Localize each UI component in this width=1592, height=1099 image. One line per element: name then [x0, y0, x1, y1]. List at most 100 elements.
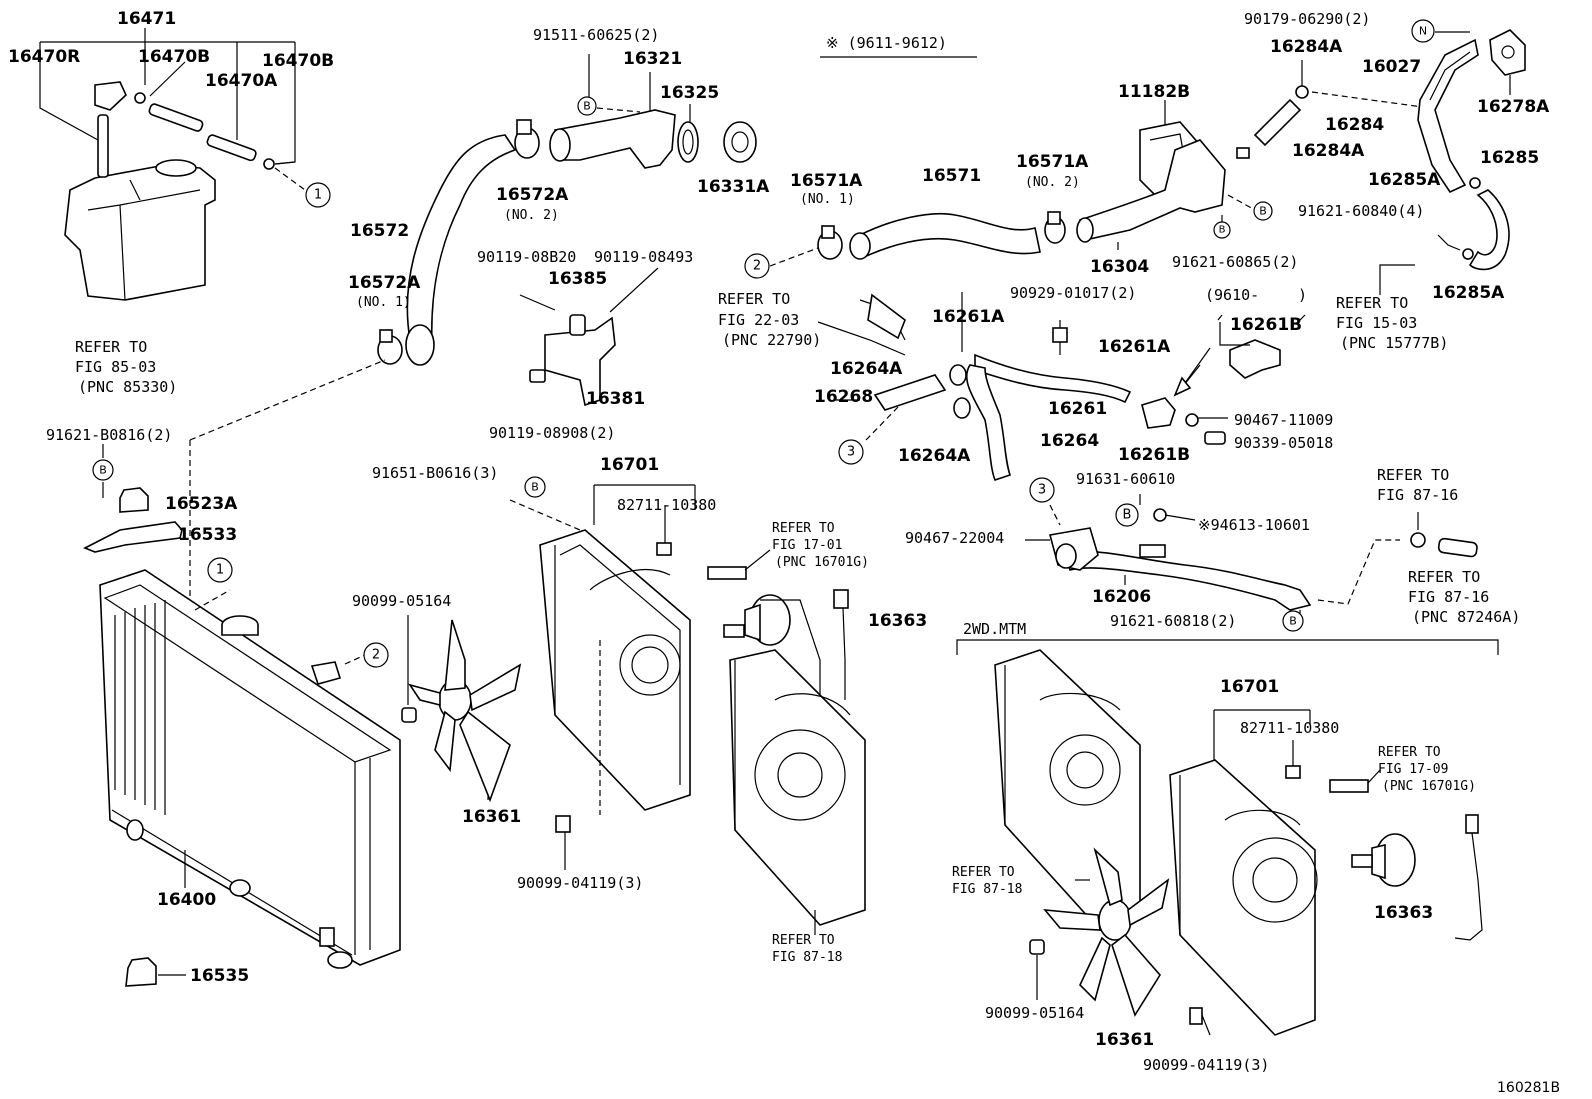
svg-text:B: B — [531, 481, 539, 494]
label-period-9610: (9610- — [1205, 286, 1259, 304]
fan-blade-2wd — [1043, 847, 1170, 1017]
svg-text:1: 1 — [216, 563, 224, 578]
svg-text:B: B — [1219, 225, 1226, 236]
label-16264A: 16264A — [898, 446, 971, 466]
label-refer-to: REFER TO — [1377, 466, 1449, 484]
label-16261A: 16261A — [932, 307, 1005, 327]
label-16268: 16268 — [814, 387, 873, 407]
label-refer-to: REFER TO — [772, 521, 835, 536]
label-16285: 16285 — [1480, 148, 1539, 168]
label-90467-22004: 90467-22004 — [905, 529, 1004, 547]
label-91621-60840: 91621-60840(4) — [1298, 202, 1424, 220]
fan-blade — [408, 619, 522, 803]
union-16261B — [1229, 339, 1281, 379]
label-16535: 16535 — [190, 966, 249, 986]
svg-text:B: B — [1259, 205, 1267, 218]
radiator — [99, 569, 401, 969]
label-period-note: ※ (9611-9612) — [826, 34, 947, 52]
reservoir-tank — [64, 159, 216, 301]
marker-b: B — [1282, 610, 1304, 632]
marker-3: 3 — [1029, 477, 1055, 503]
label-90929-01017: 90929-01017(2) — [1010, 284, 1136, 302]
label-refer-to: REFER TO — [1378, 745, 1441, 760]
marker-n: N — [1411, 19, 1435, 43]
marker-b: B — [1115, 503, 1139, 527]
hose-clamp — [1044, 211, 1066, 244]
label-16381: 16381 — [586, 389, 645, 409]
hose-clamp — [817, 225, 843, 260]
label-16470B: 16470B — [262, 51, 334, 71]
water-bypass-pipe — [1049, 527, 1312, 611]
label-16284A: 16284A — [1270, 37, 1343, 57]
label-16363: 16363 — [1374, 903, 1433, 923]
label-94613-10601: ※94613-10601 — [1198, 516, 1310, 534]
label-90099-05164: 90099-05164 — [985, 1004, 1084, 1022]
label-refer-pnc: (PNC 85330) — [78, 378, 177, 396]
label-refer-to: REFER TO — [952, 865, 1015, 880]
label-refer-to: REFER TO — [718, 290, 790, 308]
svg-text:N: N — [1419, 25, 1427, 38]
svg-text:B: B — [583, 100, 591, 113]
label-16321: 16321 — [623, 49, 682, 69]
marker-3: 3 — [838, 439, 864, 465]
marker-b: B — [524, 476, 546, 498]
label-16264: 16264 — [1040, 431, 1099, 451]
label-16284: 16284 — [1325, 115, 1384, 135]
label-16285A: 16285A — [1432, 283, 1505, 303]
label-16572: 16572 — [350, 221, 409, 241]
label-refer-pnc: (PNC 16701G) — [775, 555, 869, 570]
label-90099-04119: 90099-04119(3) — [1143, 1056, 1269, 1074]
label-refer-fig: FIG 15-03 — [1336, 314, 1417, 332]
fan-motor — [723, 594, 791, 646]
label-91621-60865: 91621-60865(2) — [1172, 253, 1298, 271]
label-16361: 16361 — [1095, 1030, 1154, 1050]
label-16261: 16261 — [1048, 399, 1107, 419]
label-16363: 16363 — [868, 611, 927, 631]
label-90099-04119: 90099-04119(3) — [517, 874, 643, 892]
label-16206: 16206 — [1092, 587, 1151, 607]
label-90119-08908: 90119-08908(2) — [489, 424, 615, 442]
marker-b: B — [577, 96, 597, 116]
label-16571: 16571 — [922, 166, 981, 186]
label-refer-pnc: (PNC 15777B) — [1340, 334, 1448, 352]
hose-clamp — [514, 119, 540, 159]
label-refer-fig: FIG 87-16 — [1377, 486, 1458, 504]
label-90467-11009: 90467-11009 — [1234, 411, 1333, 429]
label-16471: 16471 — [117, 9, 176, 29]
label-refer-fig: FIG 17-09 — [1378, 762, 1448, 777]
label-16470B: 16470B — [138, 47, 210, 67]
svg-text:1: 1 — [314, 188, 322, 203]
marker-b: B — [1253, 201, 1273, 221]
label-no2: (NO. 2) — [1025, 175, 1080, 190]
label-16027: 16027 — [1362, 57, 1421, 77]
marker-1: 1 — [207, 557, 233, 583]
label-16571A: 16571A — [790, 171, 863, 191]
svg-text:B: B — [1123, 508, 1132, 523]
label-16533: 16533 — [178, 525, 237, 545]
label-16361: 16361 — [462, 807, 521, 827]
label-91511-60625: 91511-60625(2) — [533, 26, 659, 44]
label-refer-to: REFER TO — [1408, 568, 1480, 586]
label-16400: 16400 — [157, 890, 216, 910]
label-90179-06290: 90179-06290(2) — [1244, 10, 1370, 28]
label-82711-10380: 82711-10380 — [617, 496, 716, 514]
fan-assembly-2wd — [1169, 759, 1318, 1036]
label-16264A: 16264A — [830, 359, 903, 379]
label-16523A: 16523A — [165, 494, 238, 514]
label-16284A: 16284A — [1292, 141, 1365, 161]
fan-shroud — [539, 529, 691, 811]
label-refer-pnc: (PNC 16701G) — [1382, 779, 1476, 794]
label-refer-to: REFER TO — [772, 933, 835, 948]
svg-text:3: 3 — [1038, 483, 1046, 498]
label-no2: (NO. 2) — [504, 208, 559, 223]
label-16261B: 16261B — [1230, 315, 1302, 335]
marker-1: 1 — [305, 182, 331, 208]
label-refer-fig: FIG 17-01 — [772, 538, 842, 553]
label-16385: 16385 — [548, 269, 607, 289]
labels: 16471 16470R 16470B 16470A 16470B 91511-… — [8, 9, 1560, 1096]
label-refer-fig: FIG 87-16 — [1408, 588, 1489, 606]
svg-text:B: B — [1289, 615, 1297, 628]
label-refer-to: REFER TO — [1336, 294, 1408, 312]
label-no1: (NO. 1) — [356, 295, 411, 310]
